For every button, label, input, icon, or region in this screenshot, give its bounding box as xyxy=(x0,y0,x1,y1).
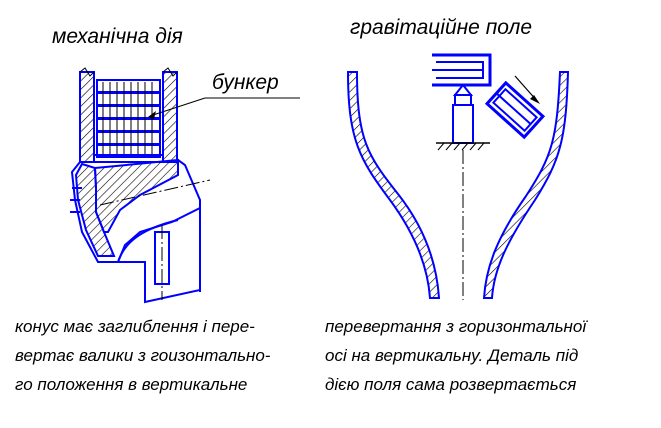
roller xyxy=(96,79,161,93)
cone-body xyxy=(70,158,211,304)
right-caption-line-3: дією поля сама розвертається xyxy=(325,375,577,394)
rotating-part xyxy=(484,80,546,140)
left-title: механічна дія xyxy=(52,25,183,48)
roller xyxy=(96,118,161,132)
left-caption-line-2: вертає валики з гоизонтально- xyxy=(15,346,271,365)
hopper-right-wall xyxy=(162,71,178,163)
hopper xyxy=(79,67,178,163)
cone-wall-shoulder xyxy=(93,158,179,233)
motion-arrow xyxy=(514,75,540,104)
horizontal-part xyxy=(432,53,492,87)
pivot-pin xyxy=(436,83,490,151)
roller xyxy=(96,92,161,106)
left-caption-line-3: го положення в вертикальне xyxy=(15,375,248,394)
hopper-break-line xyxy=(79,67,95,77)
right-title: гравітаційне поле xyxy=(350,16,532,39)
right-caption-line-1: перевертання з горизонтальної xyxy=(325,317,587,336)
stacked-rollers xyxy=(96,79,161,158)
cone-outline xyxy=(70,161,201,304)
left-caption-line-1: конус має заглиблення і пере- xyxy=(15,317,255,336)
right-caption-line-2: осі на вертикальну. Деталь під xyxy=(325,346,579,365)
gravity-chute xyxy=(346,71,570,300)
hopper-left-wall xyxy=(79,71,95,163)
chute-right-wall xyxy=(482,71,570,299)
callout-leader xyxy=(148,97,300,119)
roller xyxy=(96,131,161,145)
hopper-break-line xyxy=(162,67,178,77)
hopper-callout-label: бункер xyxy=(212,71,279,94)
chute-left-wall xyxy=(346,71,441,299)
